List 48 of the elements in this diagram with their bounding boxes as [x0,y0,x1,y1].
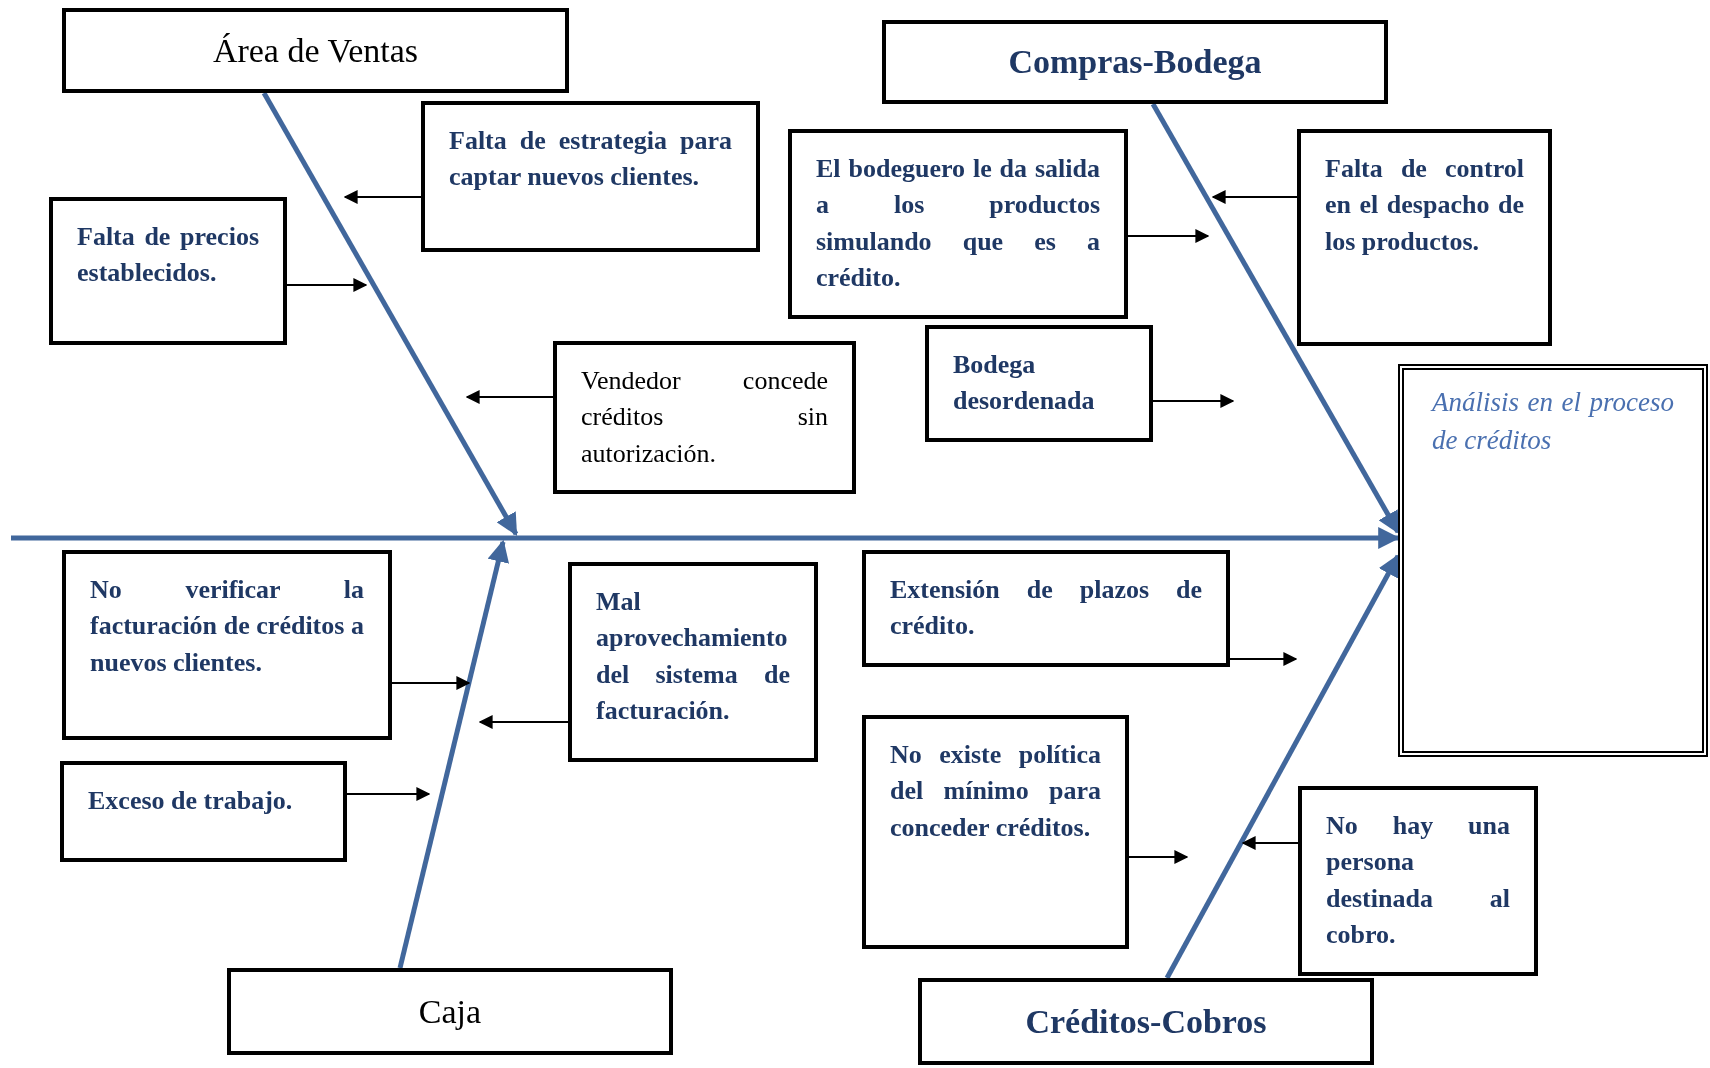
cause-text: El bodeguero le da salida a los productos simulando que es a crédito. [816,153,1100,295]
category-label: Créditos-Cobros [1025,1002,1267,1041]
arrow [286,278,368,292]
category-box [227,968,673,1055]
cause-text: Extensión de plazos de crédito. [890,574,1202,643]
cause-text: Exceso de trabajo. [88,785,293,817]
cause-text: Falta de precios establecidos. [77,221,259,290]
cause-box [553,341,856,495]
cause-box [925,325,1153,442]
category-box [918,978,1374,1065]
arrow [1229,652,1298,666]
arrow [478,715,569,729]
arrow [465,390,554,404]
category-label: Caja [418,992,482,1031]
category-label: Área de Ventas [212,31,419,70]
arrow [346,787,431,801]
cause-box [862,715,1129,949]
arrow [1127,229,1210,243]
arrow [1152,394,1235,408]
cause-text: Bodega desordenada [953,349,1096,418]
arrow [1241,836,1299,850]
category-label: Compras-Bodega [1008,43,1262,81]
cause-box [862,550,1230,667]
cause-box [1298,786,1538,976]
cause-box [60,761,347,862]
effect-box [1398,364,1708,757]
cause-text: Mal aprovechamiento del sistema de facturación. [596,586,790,728]
cause-text: Vendedor concede créditos sin autorización. [581,365,828,470]
arrow [1128,850,1189,864]
arrow [391,676,471,690]
cause-box [568,562,818,762]
bone-arrow [397,539,510,969]
cause-box [788,129,1128,319]
cause-box [49,197,287,345]
cause-box [62,550,392,740]
cause-text: No existe política del mínimo para conceder créditos. [890,739,1101,844]
arrow [343,190,422,204]
bone-arrow [261,91,519,536]
category-box [62,8,569,93]
category-box [882,20,1388,104]
cause-text: Falta de control en el despacho de los productos. [1325,153,1524,258]
effect-text: Análisis en el proceso de créditos [1432,386,1674,457]
arrow [1211,190,1298,204]
cause-text: No hay una persona destinada al cobro. [1326,810,1510,952]
cause-box [1297,129,1552,346]
cause-text: No verificar la facturación de créditos a nuevos clientes. [90,574,364,679]
cause-text: Falta de estrategia para captar nuevos clientes. [449,125,732,194]
cause-box [421,101,760,252]
